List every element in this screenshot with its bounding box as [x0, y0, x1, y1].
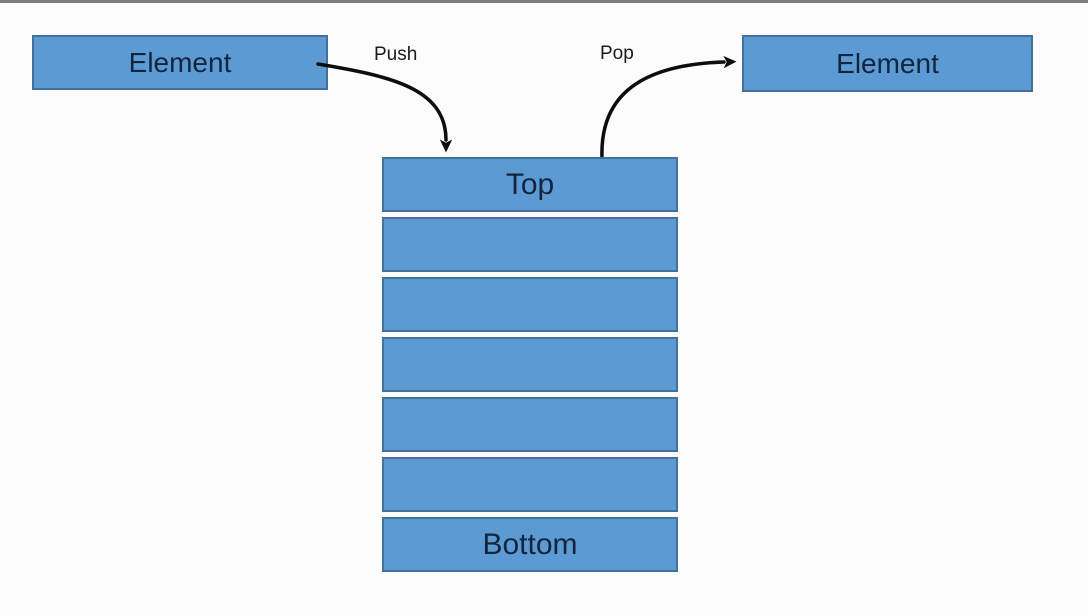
element-box-right: Element [742, 35, 1033, 92]
push-label: Push [374, 44, 418, 65]
stack-cell [382, 397, 678, 452]
pop-arrow [600, 55, 737, 160]
stack-cell-label: Bottom [482, 527, 578, 561]
pop-label: Pop [600, 43, 634, 64]
element-box-left-label: Element [128, 46, 232, 78]
top-edge-bar [0, 0, 1088, 3]
stack-cell [382, 457, 678, 512]
stack-cell [382, 217, 678, 272]
element-box-left: Element [32, 35, 328, 90]
stack: Top Bottom [382, 157, 678, 572]
stack-cell-label: Top [505, 167, 555, 201]
element-box-right-label: Element [836, 47, 939, 79]
push-arrow [316, 62, 453, 153]
stack-cell-top: Top [382, 157, 678, 212]
stack-cell [382, 337, 678, 392]
stack-cell [382, 277, 678, 332]
stack-cell-bottom: Bottom [382, 517, 678, 572]
